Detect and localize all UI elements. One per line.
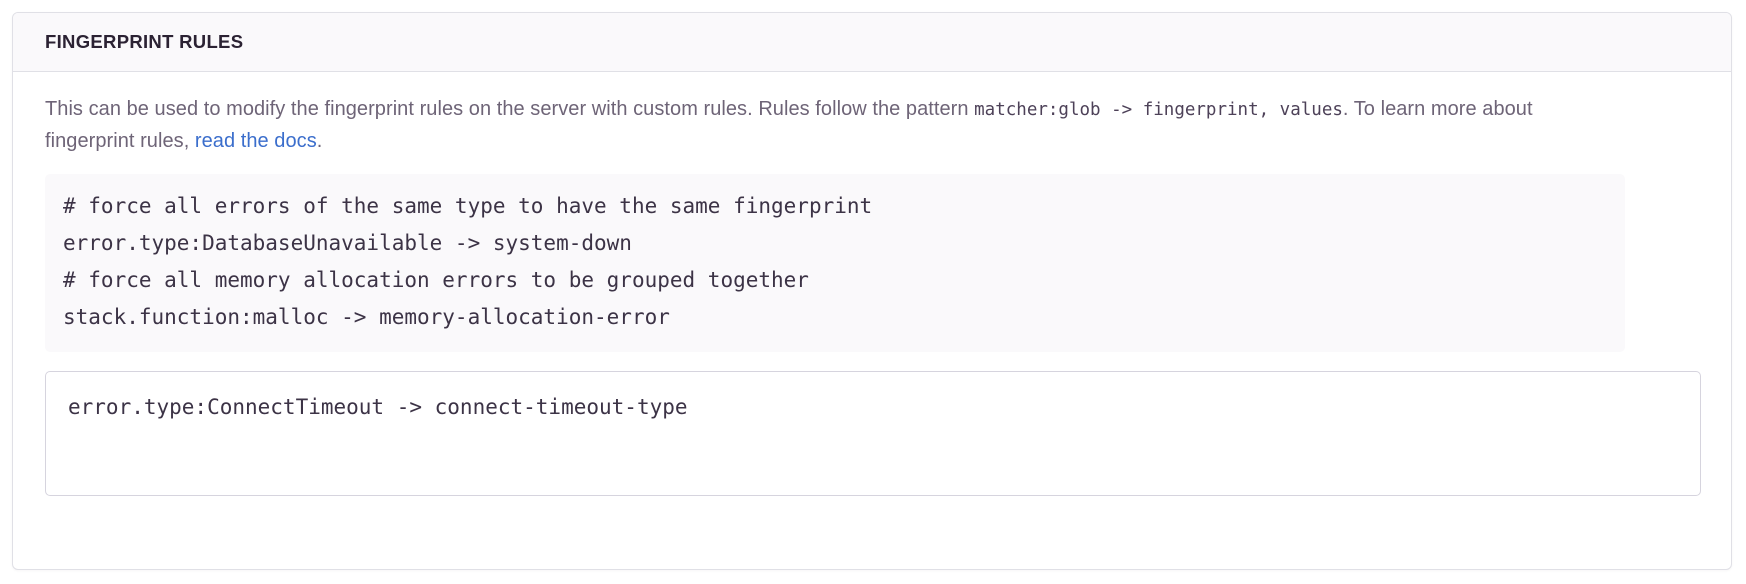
rules-input-wrapper: error.type:ConnectTimeout -> connect-tim… (45, 371, 1701, 496)
description-part-2: . To learn more about fingerprint rules, (45, 98, 1533, 152)
example-code-text: # force all errors of the same type to h… (63, 194, 873, 329)
read-the-docs-link[interactable]: read the docs (194, 130, 317, 152)
description-part-1: This can be used to modify the fingerpri… (45, 98, 975, 120)
fingerprint-rules-textarea[interactable]: error.type:ConnectTimeout -> connect-tim… (45, 371, 1701, 496)
description-text: This can be used to modify the fingerpri… (45, 94, 1590, 157)
panel-body: This can be used to modify the fingerpri… (13, 72, 1731, 496)
inline-code-pattern: matcher:glob -> fingerprint, values (974, 100, 1343, 120)
panel-header: FINGERPRINT RULES (13, 13, 1731, 72)
description-part-3: . (316, 130, 323, 152)
page-title: FINGERPRINT RULES (45, 30, 244, 52)
fingerprint-rules-panel: FINGERPRINT RULES This can be used to mo… (12, 12, 1732, 570)
example-code-block: # force all errors of the same type to h… (45, 174, 1625, 352)
